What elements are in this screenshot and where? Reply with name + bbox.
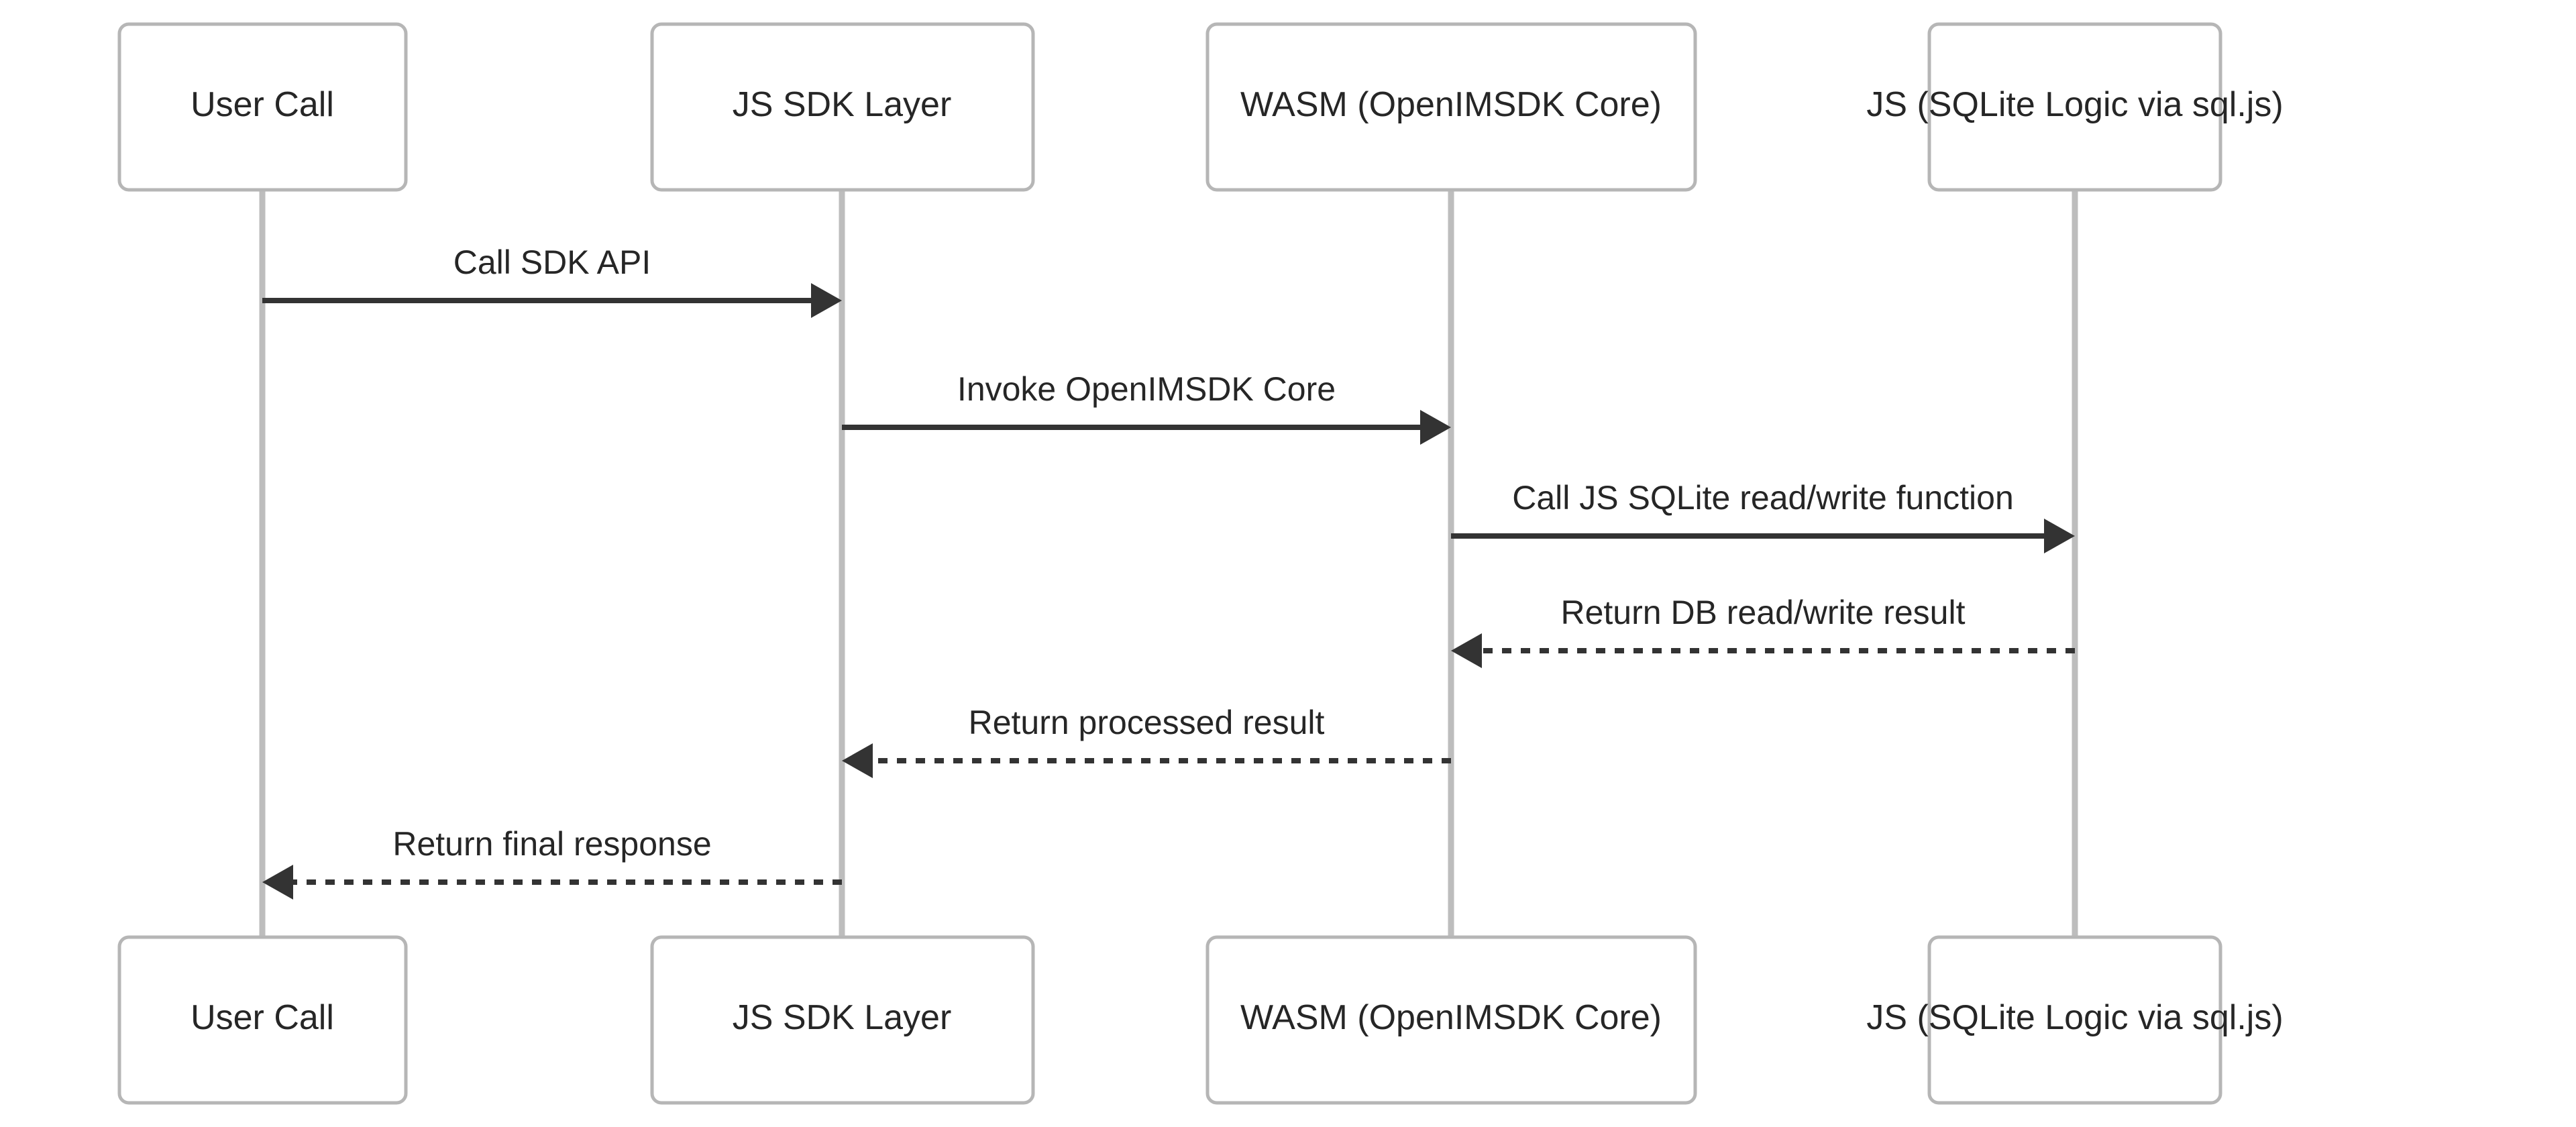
message-label: Return DB read/write result [1560,594,1965,631]
message-label: Invoke OpenIMSDK Core [957,370,1336,408]
message-return-db-read-write-result: Return DB read/write result [1451,594,2075,668]
actor-top-js-sqlite-logic-via-sql-js[interactable]: JS (SQLite Logic via sql.js) [1866,22,2284,192]
message-return-final-response: Return final response [262,825,842,900]
actor-box-rect [1205,22,1697,192]
actor-box-rect [1205,935,1697,1105]
message-arrowhead [262,865,293,900]
actor-box-rect [1927,935,2222,1105]
actor-box-rect [117,935,408,1105]
message-arrowhead [1451,633,1482,668]
actor-boxes-top: User Call JS SDK Layer WASM (OpenIMSDK Cor… [117,22,2284,192]
actor-bottom-user-call[interactable]: User Call [117,935,408,1105]
actor-label: JS SDK Layer [733,998,952,1037]
actor-boxes-bottom: User Call JS SDK Layer WASM (OpenIMSDK Cor… [117,935,2284,1105]
message-label: Call SDK API [453,244,651,281]
message-label: Return final response [392,825,711,863]
actor-label: JS SDK Layer [733,85,952,124]
actor-bottom-js-sdk-layer[interactable]: JS SDK Layer [650,935,1035,1105]
message-arrowhead [842,743,873,778]
message-label: Return processed result [969,704,1325,741]
message-arrowhead [1420,410,1451,445]
actor-label: User Call [191,998,334,1037]
actor-box-rect [650,22,1035,192]
message-call-js-sqlite-read-write-function: Call JS SQLite read/write function [1451,479,2075,553]
message-arrowhead [2044,519,2075,553]
actor-bottom-wasm-openimsdk-core[interactable]: WASM (OpenIMSDK Core) [1205,935,1697,1105]
actor-box-rect [650,935,1035,1105]
lifelines-layer [259,190,2078,937]
message-arrowhead [811,283,842,318]
message-return-processed-result: Return processed result [842,704,1451,778]
actor-label: WASM (OpenIMSDK Core) [1240,998,1662,1037]
actor-bottom-js-sqlite-logic-via-sql-js[interactable]: JS (SQLite Logic via sql.js) [1866,935,2284,1105]
message-label: Call JS SQLite read/write function [1512,479,2014,517]
message-invoke-openimsdk-core: Invoke OpenIMSDK Core [842,370,1451,445]
actor-label: User Call [191,85,334,124]
actor-box-rect [117,22,408,192]
actor-box-rect [1927,22,2222,192]
actor-top-js-sdk-layer[interactable]: JS SDK Layer [650,22,1035,192]
actor-top-wasm-openimsdk-core[interactable]: WASM (OpenIMSDK Core) [1205,22,1697,192]
actor-label: JS (SQLite Logic via sql.js) [1866,85,2283,124]
actor-label: JS (SQLite Logic via sql.js) [1866,998,2283,1037]
actor-label: WASM (OpenIMSDK Core) [1240,85,1662,124]
actor-top-user-call[interactable]: User Call [117,22,408,192]
message-call-sdk-api: Call SDK API [262,244,842,318]
